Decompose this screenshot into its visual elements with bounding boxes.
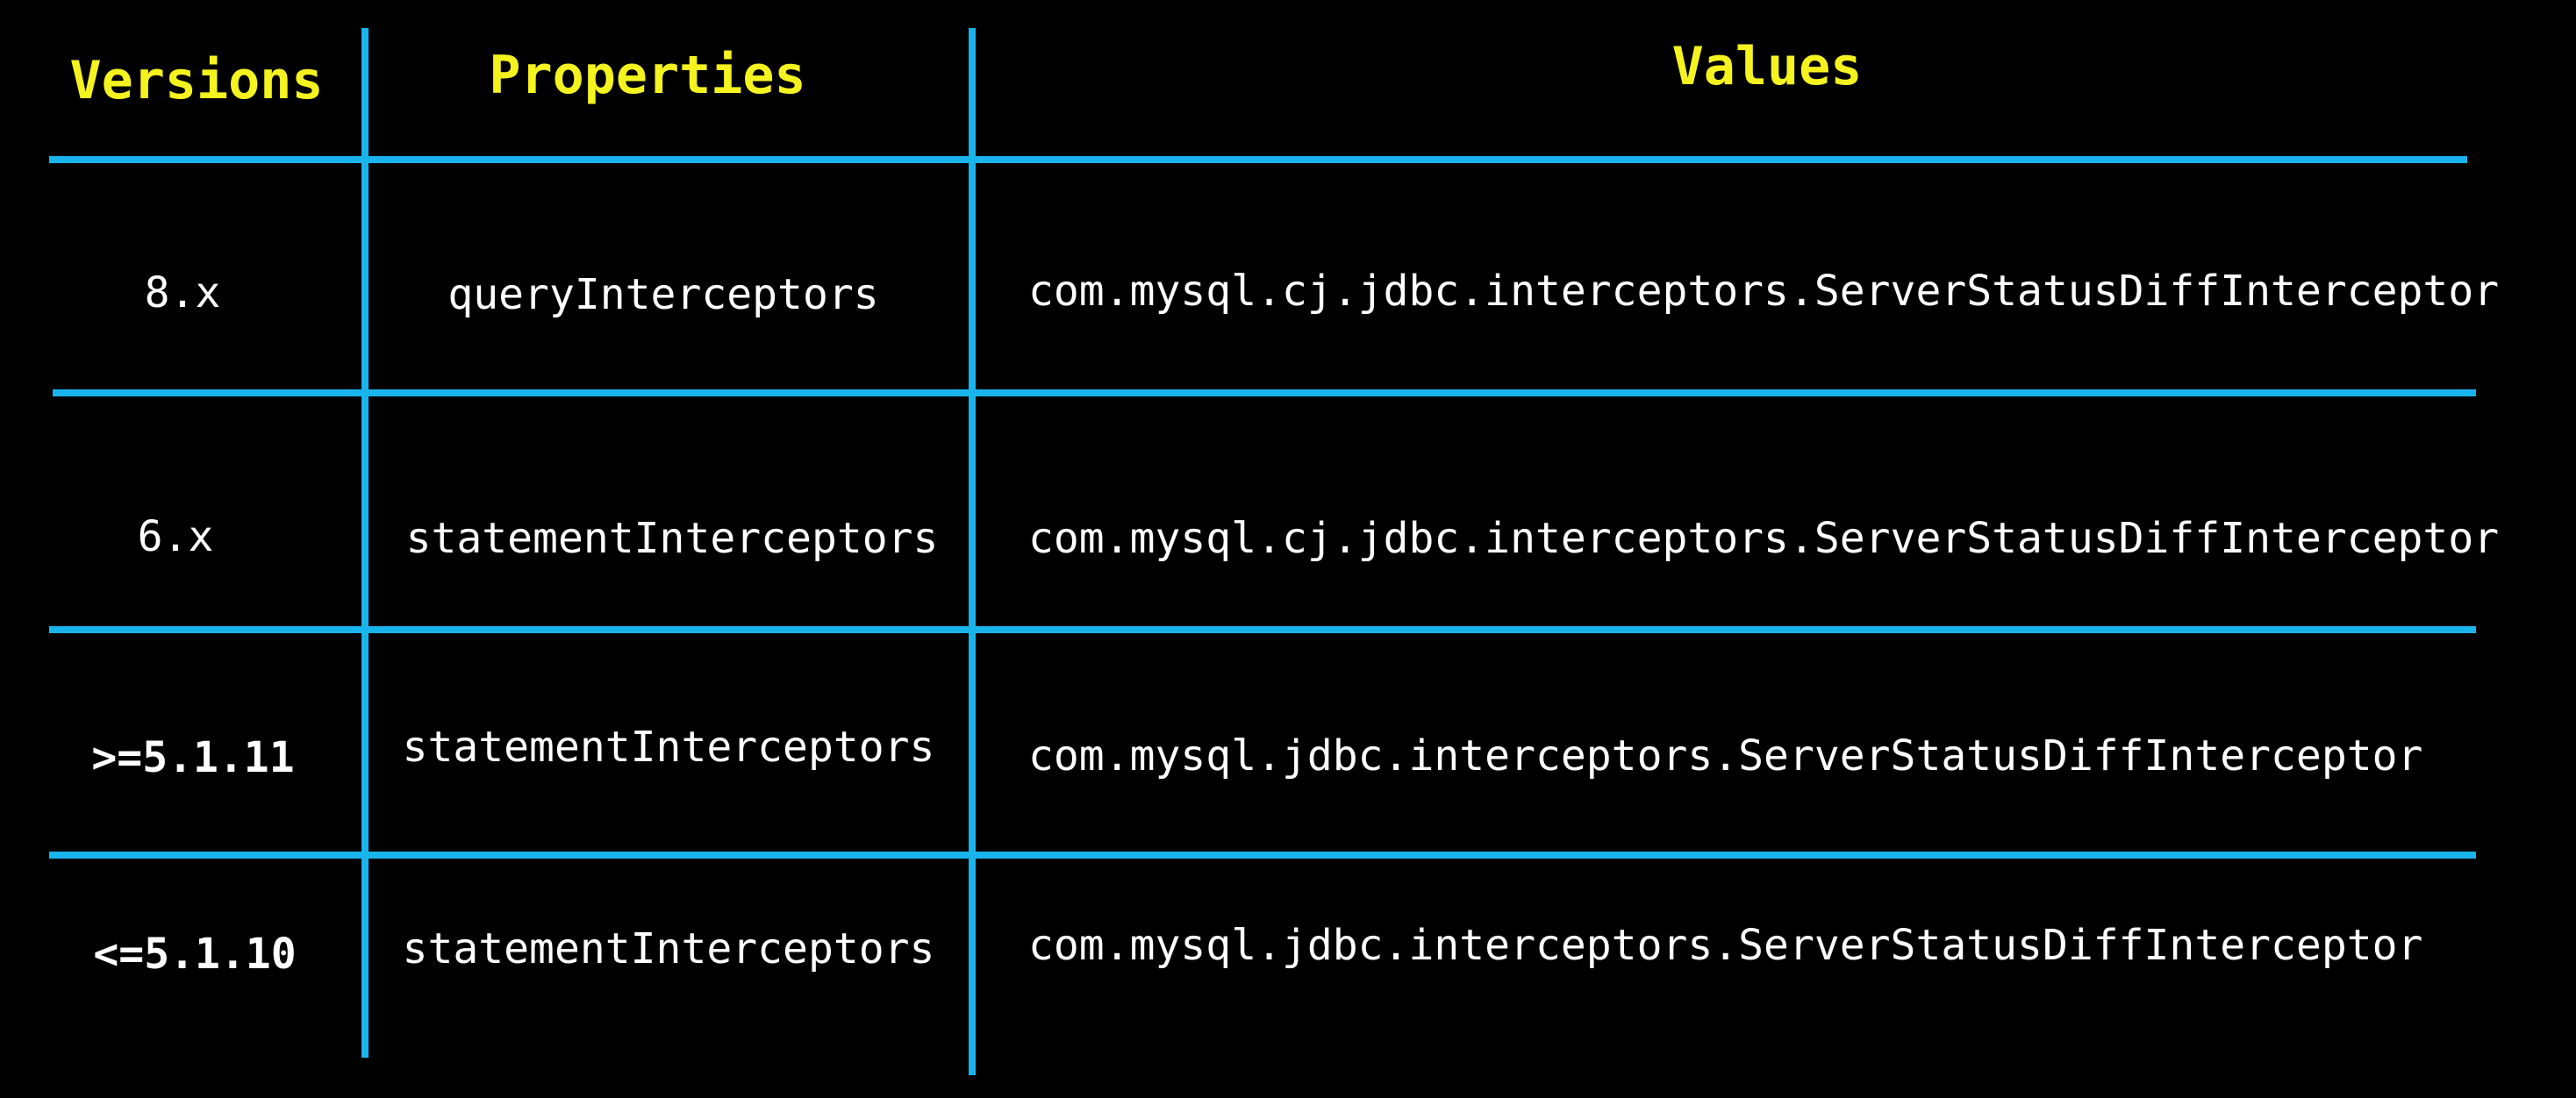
version-cell: 6.x [137, 512, 214, 561]
property-cell: statementInterceptors [405, 514, 939, 563]
version-cell: <=5.1.10 [93, 930, 297, 979]
version-cell: 8.x [144, 268, 221, 317]
row-divider-2 [49, 626, 2476, 633]
value-cell: com.mysql.jdbc.interceptors.ServerStatus… [1028, 731, 2423, 781]
header-versions: Versions [69, 50, 324, 111]
column-divider-1 [361, 28, 369, 1058]
header-divider [49, 156, 2467, 163]
header-values: Values [1671, 36, 1863, 97]
column-divider-2 [969, 28, 976, 1075]
value-cell: com.mysql.cj.jdbc.interceptors.ServerSta… [1028, 514, 2500, 563]
header-properties: Properties [489, 45, 806, 106]
value-cell: com.mysql.jdbc.interceptors.ServerStatus… [1028, 921, 2423, 970]
value-cell: com.mysql.cj.jdbc.interceptors.ServerSta… [1028, 267, 2500, 316]
property-cell: statementInterceptors [402, 723, 935, 772]
property-cell: queryInterceptors [447, 270, 879, 319]
property-cell: statementInterceptors [402, 924, 935, 973]
row-divider-3 [49, 852, 2476, 859]
row-divider-1 [53, 389, 2476, 396]
version-cell: >=5.1.11 [91, 733, 295, 782]
